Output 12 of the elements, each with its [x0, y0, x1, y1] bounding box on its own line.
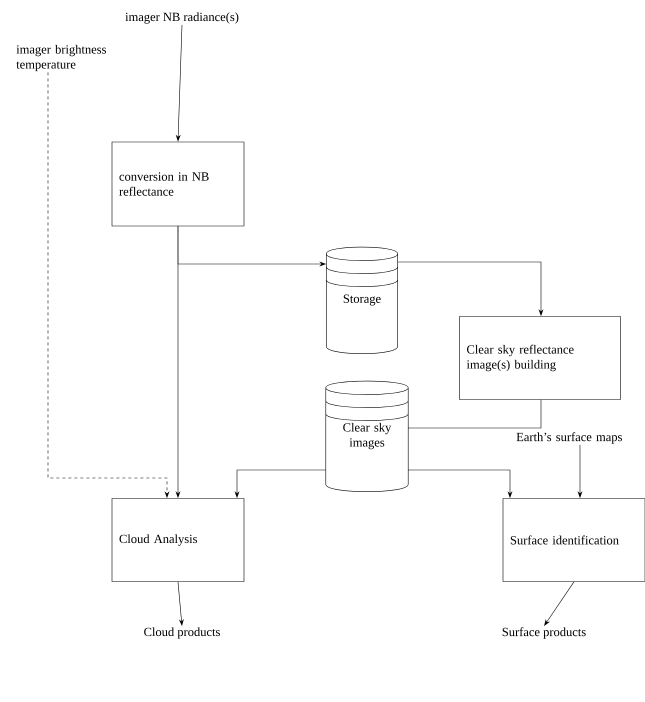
input-label: imager NB radiance(s)	[125, 12, 238, 24]
input-label: imager brightness temperature	[16, 44, 106, 72]
process-box: Surface identification	[502, 498, 645, 582]
process-box: conversion in NB reflectance	[112, 142, 244, 226]
output-label: Surface products	[502, 627, 586, 639]
connector-line	[408, 400, 542, 428]
process-box: Cloud Analysis	[112, 498, 244, 582]
input-label: Earth’s surface maps	[516, 432, 622, 444]
storage-cylinder: Clear sky images	[326, 380, 408, 492]
output-label: Cloud products	[144, 627, 220, 639]
process-box: Clear sky reflectance image(s) building	[459, 316, 621, 400]
storage-cylinder: Storage	[326, 246, 398, 354]
